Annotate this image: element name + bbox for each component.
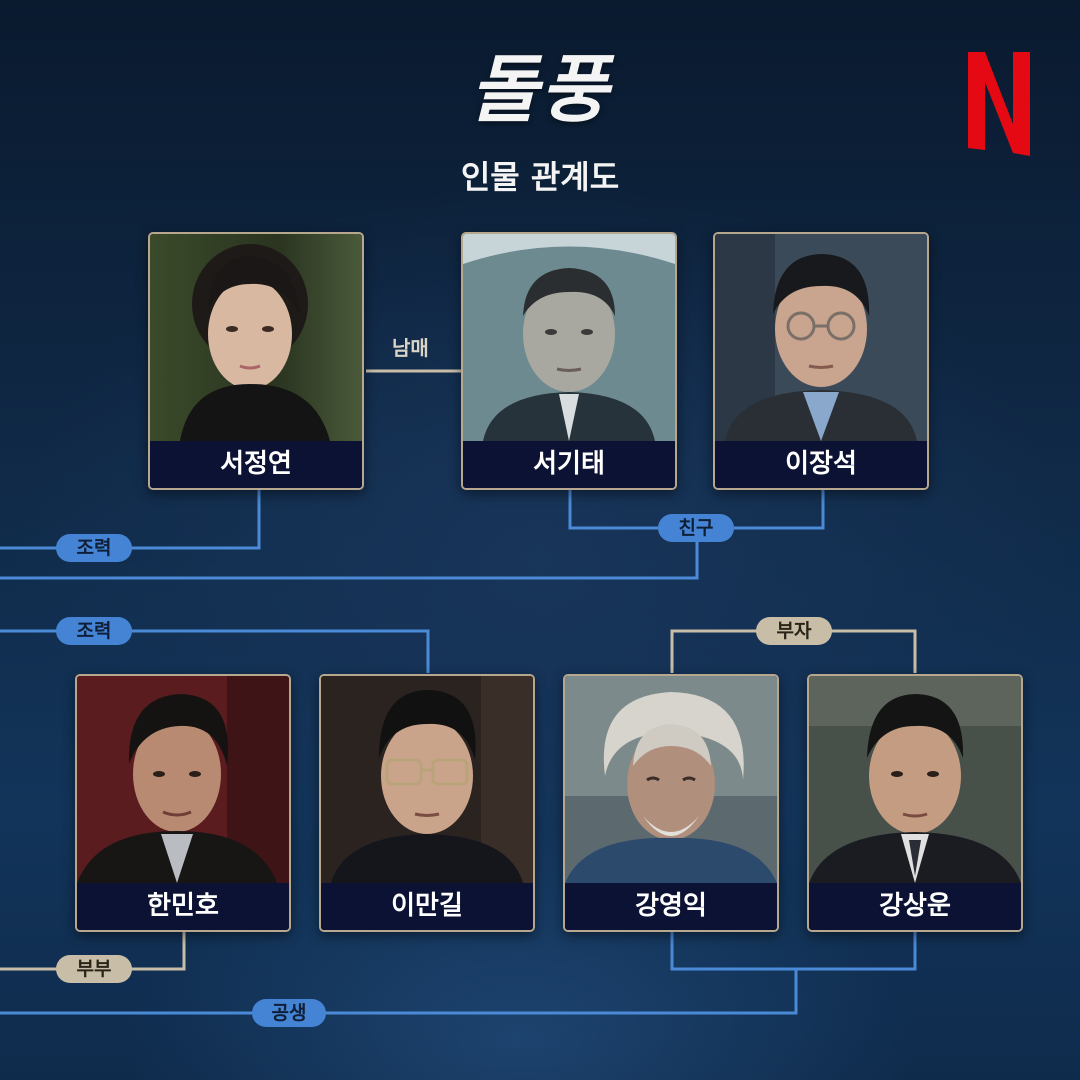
relation-badge-symbiosis: 공생 <box>252 999 326 1027</box>
relation-badge-father-son: 부자 <box>756 617 832 645</box>
character-name: 강상운 <box>809 883 1021 930</box>
portrait-photo <box>321 676 533 883</box>
netflix-logo-icon[interactable] <box>968 52 1030 156</box>
portrait-photo <box>715 234 927 441</box>
relation-badge-cooperation: 조력 <box>56 617 132 645</box>
portrait-photo <box>809 676 1021 883</box>
portrait-photo <box>463 234 675 441</box>
line-friends-left <box>0 528 699 580</box>
relation-label-siblings: 남매 <box>392 336 429 360</box>
character-card[interactable]: 서정연 <box>148 232 364 490</box>
character-name: 강영익 <box>565 883 777 930</box>
portrait-photo <box>150 234 362 441</box>
portrait-photo <box>77 676 289 883</box>
page-subtitle: 인물 관계도 <box>460 158 620 196</box>
relation-badge-cooperation: 조력 <box>56 534 132 562</box>
character-card[interactable]: 서기태 <box>461 232 677 490</box>
character-card[interactable]: 강영익 <box>563 674 779 932</box>
relation-badge-married: 부부 <box>56 955 132 983</box>
character-card[interactable]: 이장석 <box>713 232 929 490</box>
character-name: 이만길 <box>321 883 533 930</box>
character-name: 이장석 <box>715 441 927 488</box>
character-name: 한민호 <box>77 883 289 930</box>
portrait-photo <box>565 676 777 883</box>
relation-badge-friends: 친구 <box>658 514 734 542</box>
show-title: 돌풍 <box>469 47 611 133</box>
character-card[interactable]: 강상운 <box>807 674 1023 932</box>
character-name: 서기태 <box>463 441 675 488</box>
character-card[interactable]: 한민호 <box>75 674 291 932</box>
character-card[interactable]: 이만길 <box>319 674 535 932</box>
character-name: 서정연 <box>150 441 362 488</box>
line-symbiosis-bracket <box>670 932 917 971</box>
line-cooperation-2 <box>0 629 430 673</box>
